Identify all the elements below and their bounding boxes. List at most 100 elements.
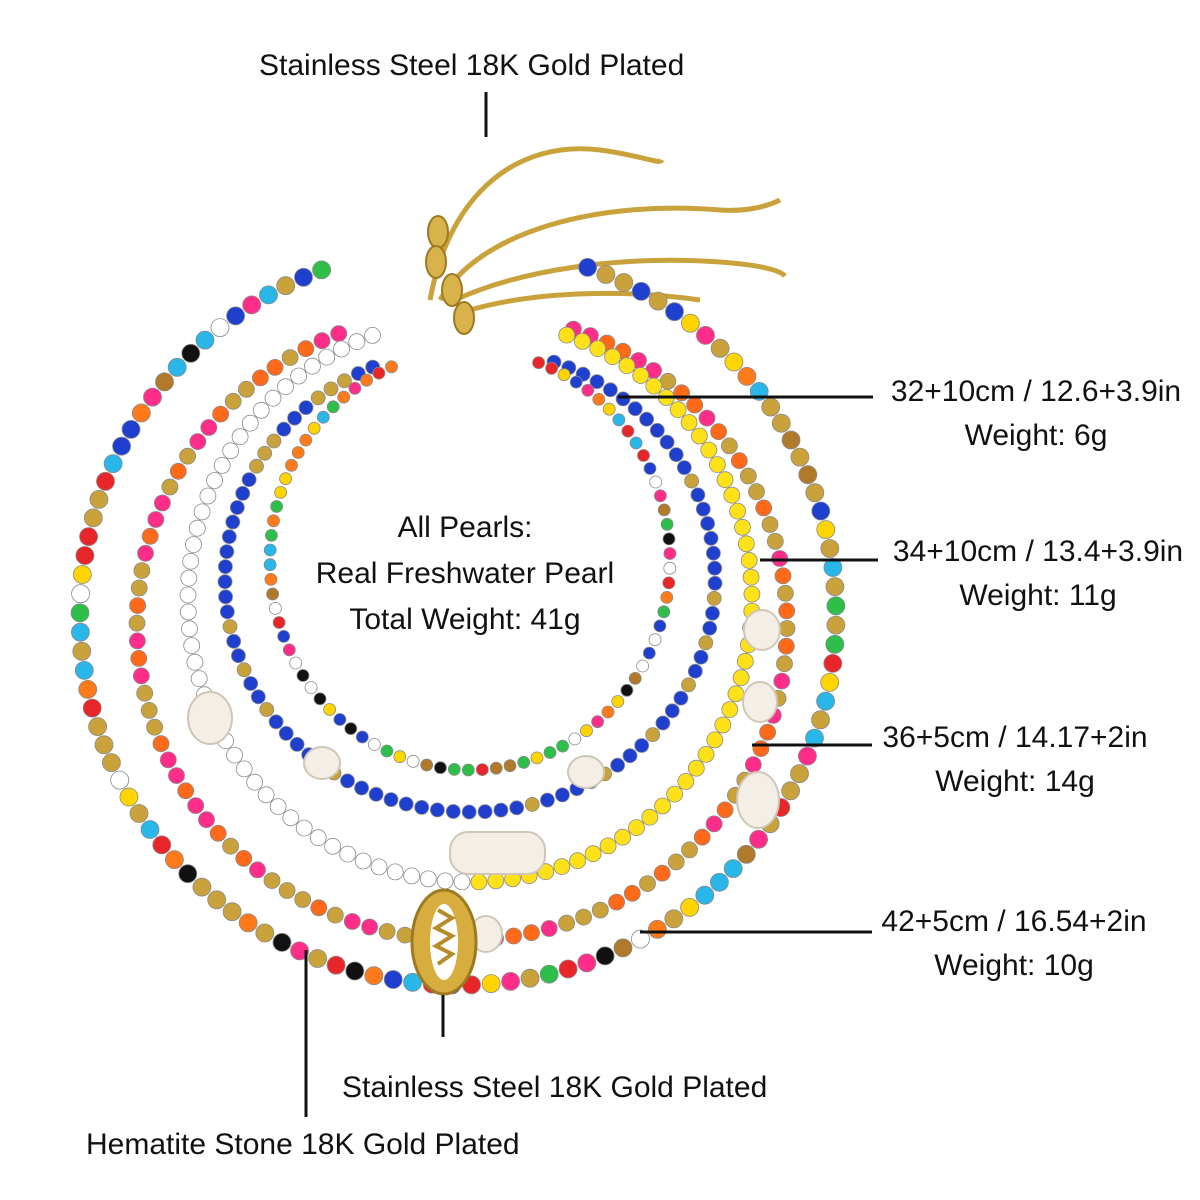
necklace-size-3: 36+5cm / 14.17+2in [882, 721, 1148, 754]
bead [164, 850, 184, 869]
bead [743, 585, 761, 603]
bead [639, 875, 656, 892]
bead [645, 377, 663, 395]
bead [264, 529, 278, 542]
hematite-material-label: Hematite Stone 18K Gold Plated [86, 1128, 520, 1161]
bead [648, 919, 667, 939]
bead [759, 723, 776, 741]
bead [226, 746, 243, 764]
bead [323, 381, 339, 397]
leader-lines [304, 92, 878, 1117]
bead [110, 770, 130, 790]
bead [333, 340, 350, 358]
bead [623, 884, 641, 902]
bead [198, 811, 215, 829]
bead [662, 532, 676, 546]
bead [278, 726, 294, 741]
bead [777, 584, 794, 602]
bead [178, 864, 198, 884]
bead [790, 447, 810, 467]
bead [210, 318, 230, 338]
bead [136, 684, 154, 702]
bead [94, 735, 114, 755]
bead [599, 837, 617, 855]
bead [307, 421, 321, 435]
bead [608, 893, 625, 911]
bead [313, 692, 327, 706]
bead [680, 898, 699, 917]
bead [732, 669, 750, 687]
bead [667, 853, 685, 871]
bead [706, 731, 724, 749]
bead [295, 819, 313, 837]
bead [345, 961, 365, 981]
bead [326, 955, 346, 975]
bead [700, 516, 715, 531]
bead [252, 401, 270, 419]
bead [343, 913, 361, 930]
bead [190, 670, 208, 687]
bead [310, 899, 328, 917]
bead [826, 615, 846, 635]
bead [614, 828, 631, 846]
necklace-weight-3: Weight: 14g [935, 765, 1095, 798]
bead [354, 852, 372, 870]
bead [159, 751, 177, 769]
necklace-size-1: 32+10cm / 12.6+3.9in [890, 375, 1182, 408]
bead [447, 763, 461, 776]
bead [140, 820, 160, 839]
bead [475, 763, 489, 776]
bead [686, 396, 704, 414]
bead [212, 405, 230, 423]
bead [816, 520, 836, 539]
bead [693, 828, 711, 846]
bead [749, 829, 768, 849]
bead [326, 400, 340, 414]
bead [192, 877, 212, 897]
bead [272, 616, 286, 629]
bead [663, 547, 677, 560]
bead [653, 864, 671, 882]
bead [581, 383, 595, 397]
bead [272, 933, 292, 952]
bead [501, 972, 521, 991]
bead [773, 672, 791, 690]
bead [816, 691, 835, 711]
bead [523, 924, 540, 942]
bead [368, 786, 384, 802]
bead [826, 596, 846, 616]
bead [155, 372, 174, 392]
bead [235, 760, 253, 778]
bead [78, 680, 98, 699]
bead [580, 724, 593, 738]
bead [705, 605, 720, 621]
bead [241, 414, 259, 432]
bead [771, 413, 791, 433]
bead [218, 589, 234, 605]
bead [312, 260, 332, 280]
pearls-info: All Pearls: Real Freshwater Pearl Total … [290, 505, 640, 643]
bead [676, 460, 692, 476]
bead [589, 374, 605, 390]
bead [179, 447, 197, 465]
bead [386, 863, 404, 881]
bead [558, 959, 578, 979]
bead [129, 597, 147, 614]
bead [729, 502, 746, 520]
bead [70, 603, 90, 623]
bead [761, 516, 779, 533]
bead [277, 378, 294, 396]
bead [313, 332, 331, 350]
bead [781, 430, 801, 450]
bead [578, 257, 597, 277]
bead [569, 375, 583, 389]
bead [398, 796, 414, 812]
bead [333, 713, 347, 726]
bead [226, 633, 242, 649]
bead [420, 758, 434, 772]
extension-chains [427, 146, 787, 313]
bead [553, 858, 571, 875]
bead [558, 914, 575, 932]
bead [545, 361, 558, 375]
bead [642, 646, 656, 660]
